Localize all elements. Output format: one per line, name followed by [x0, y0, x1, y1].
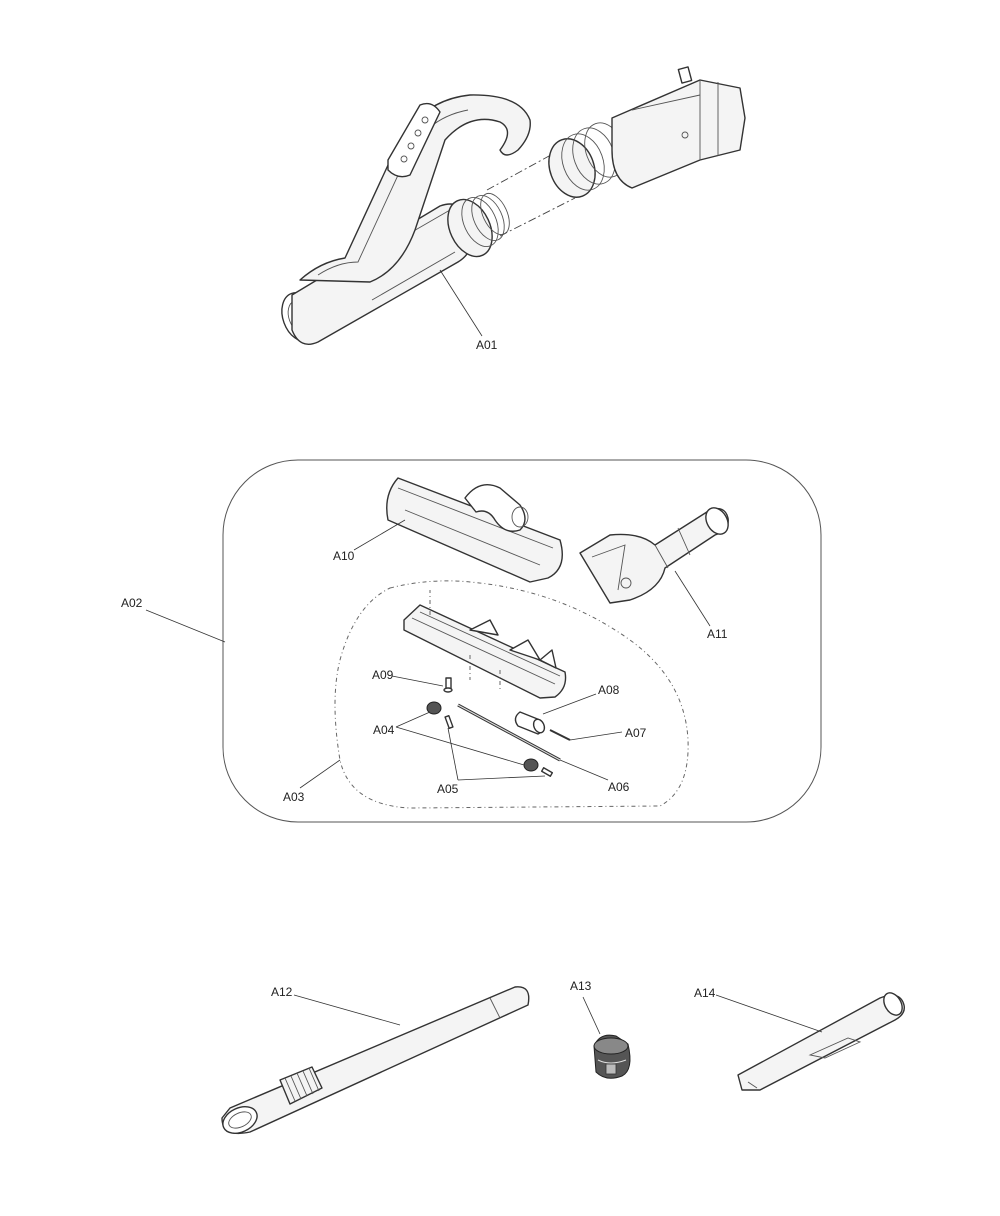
leader-a02 — [145, 609, 226, 643]
screw-a09 — [443, 677, 453, 693]
leader-a04-bottom — [395, 726, 525, 766]
label-a01: A01 — [476, 338, 498, 352]
base-plate-part — [403, 590, 567, 699]
sub-assembly-boundary-a03 — [334, 580, 689, 809]
leader-a03 — [299, 759, 341, 789]
leader-a14 — [715, 994, 823, 1033]
label-a06: A06 — [608, 780, 630, 794]
telescopic-tube-a12 — [221, 986, 530, 1135]
leader-a08 — [542, 693, 597, 715]
leader-a05-left — [447, 727, 459, 781]
label-a04: A04 — [373, 723, 395, 737]
label-a13: A13 — [570, 979, 592, 993]
shaft-a06 — [457, 703, 561, 762]
leader-a06 — [559, 759, 609, 781]
leader-a01 — [439, 269, 483, 337]
axle-pin-a05 — [444, 714, 554, 777]
leader-a11 — [674, 570, 711, 627]
leader-a09 — [391, 675, 444, 687]
upholstery-tool-a11 — [579, 507, 729, 604]
label-a02: A02 — [121, 596, 143, 610]
label-a03: A03 — [283, 790, 305, 804]
wheel-a04 — [426, 701, 539, 772]
floor-tool-a10 — [386, 477, 563, 583]
crevice-tool-a14 — [737, 992, 905, 1091]
leader-a10 — [353, 519, 406, 551]
leader-a04-top — [395, 711, 431, 728]
brush-cap-a13 — [593, 1034, 631, 1079]
leader-a13 — [582, 996, 601, 1035]
label-a07: A07 — [625, 726, 647, 740]
label-a14: A14 — [694, 986, 716, 1000]
label-a05: A05 — [437, 782, 459, 796]
label-a12: A12 — [271, 985, 293, 999]
label-a11: A11 — [707, 627, 728, 641]
leader-a07 — [569, 731, 623, 741]
pin-a07 — [549, 729, 571, 741]
label-a08: A08 — [598, 683, 620, 697]
label-a10: A10 — [333, 549, 355, 563]
hose-handle-assembly — [281, 94, 576, 345]
hose-cuff-part — [548, 66, 746, 198]
leader-a05-right — [457, 775, 546, 781]
roller-a08 — [514, 711, 546, 735]
leader-a12 — [293, 994, 401, 1026]
label-a09: A09 — [372, 668, 394, 682]
